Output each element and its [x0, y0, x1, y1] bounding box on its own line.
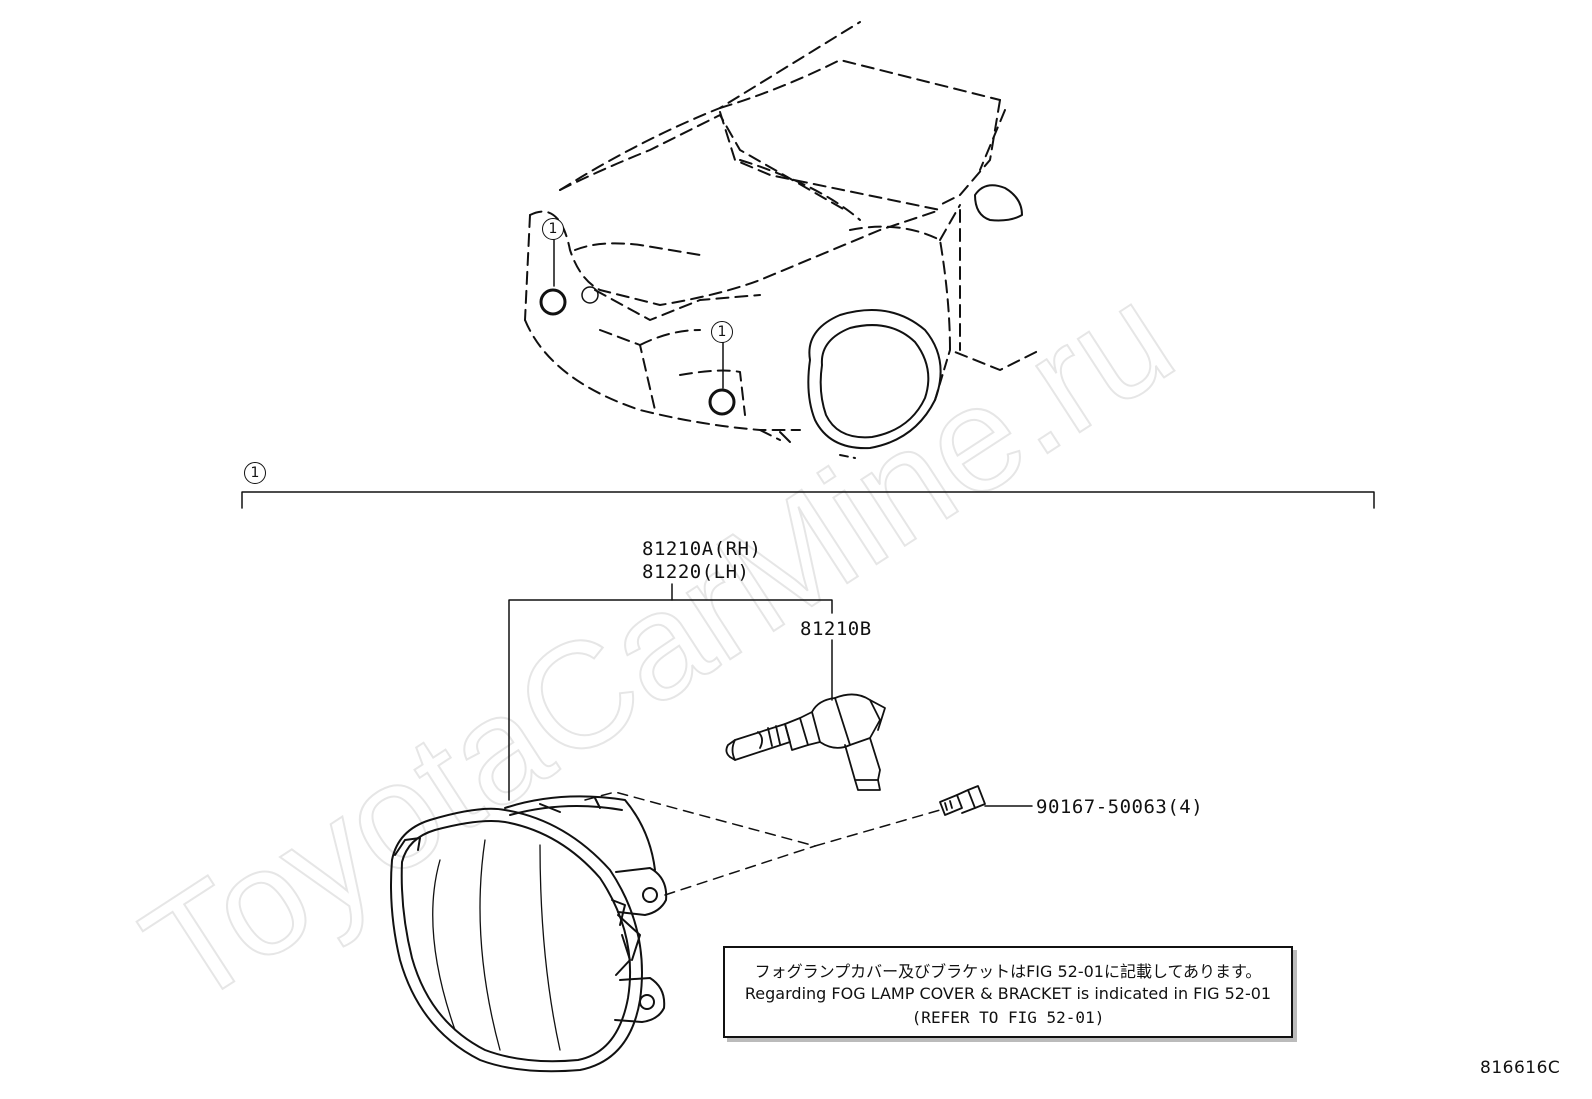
note-line-japanese: フォグランプカバー及びブラケットはFIG 52-01に記載してあります。 [754, 962, 1262, 981]
reference-note-box: フォグランプカバー及びブラケットはFIG 52-01に記載してあります。 Reg… [723, 946, 1293, 1038]
part-label-fog-lamp-rh: 81210A(RH) [642, 538, 762, 560]
note-line-reference: (REFER TO FIG 52-01) [911, 1008, 1105, 1027]
figure-id: 816616C [1480, 1058, 1561, 1078]
part-label-fog-lamp-lh: 81220(LH) [642, 561, 750, 583]
assembly-dashes [584, 791, 941, 896]
car-lamp-small [581, 286, 599, 304]
bulb-drawing [725, 693, 886, 791]
car-outline [524, 21, 1041, 441]
mirror-shape [974, 184, 1023, 222]
callout-circle-car-right: 1 [711, 321, 733, 343]
group-bracket [241, 491, 1375, 509]
car-callout-lines [553, 239, 724, 389]
callout-circle-car-left: 1 [542, 218, 564, 240]
fog-lamp-drawing [390, 795, 668, 1073]
screw-drawing [939, 785, 986, 816]
part-label-bulb: 81210B [800, 618, 872, 640]
callout-circle-group: 1 [244, 462, 266, 484]
car-fog-lamp-left [539, 288, 567, 316]
note-line-english: Regarding FOG LAMP COVER & BRACKET is in… [744, 984, 1272, 1003]
leader-lines [508, 583, 1033, 807]
wheel-arch [807, 309, 951, 459]
part-label-screw: 90167-50063(4) [1036, 796, 1204, 818]
car-fog-lamp-right [708, 388, 736, 416]
